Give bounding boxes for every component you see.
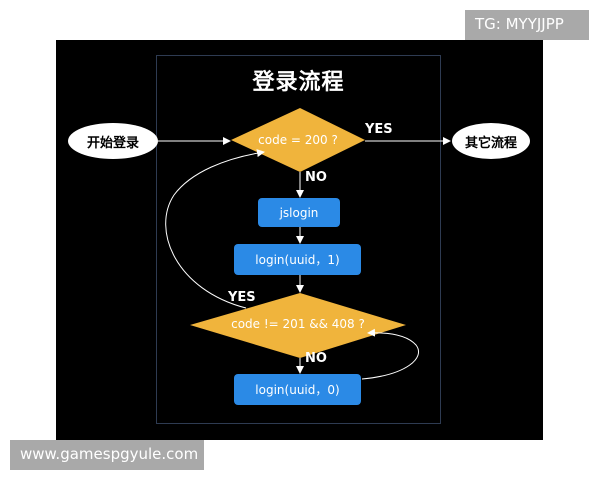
other-flow-node: 其它流程: [452, 123, 530, 159]
flowchart-connectors: [158, 108, 451, 380]
diagram-title: 登录流程: [252, 70, 345, 95]
login1-node: login(uuid，1): [234, 244, 361, 275]
start-node: 开始登录: [68, 123, 158, 159]
decision1-shape: [231, 108, 365, 172]
watermark-top-right: TG: MYYJJPP: [465, 10, 589, 40]
decision2-shape: [190, 293, 406, 358]
decision2-label: code != 201 && 408 ?: [231, 317, 365, 331]
edge-decision2-decision1-loop: [165, 149, 265, 309]
edge-label-no-2: NO: [305, 351, 327, 366]
flowchart-frame: [156, 55, 441, 424]
jslogin-node: jslogin: [258, 198, 340, 227]
watermark-bottom-left: www.gamespgyule.com: [10, 440, 204, 470]
login0-node: login(uuid，0): [234, 374, 361, 405]
decision1-label: code = 200 ?: [258, 133, 338, 147]
edge-label-yes-1: YES: [365, 122, 393, 137]
edge-label-yes-2: YES: [228, 290, 256, 305]
edge-label-no-1: NO: [305, 170, 327, 185]
edge-login0-decision2-loop: [361, 328, 419, 380]
flowchart-canvas: 登录流程 开始登录 其它流程 code = 200 ? code != 201 …: [56, 40, 543, 440]
